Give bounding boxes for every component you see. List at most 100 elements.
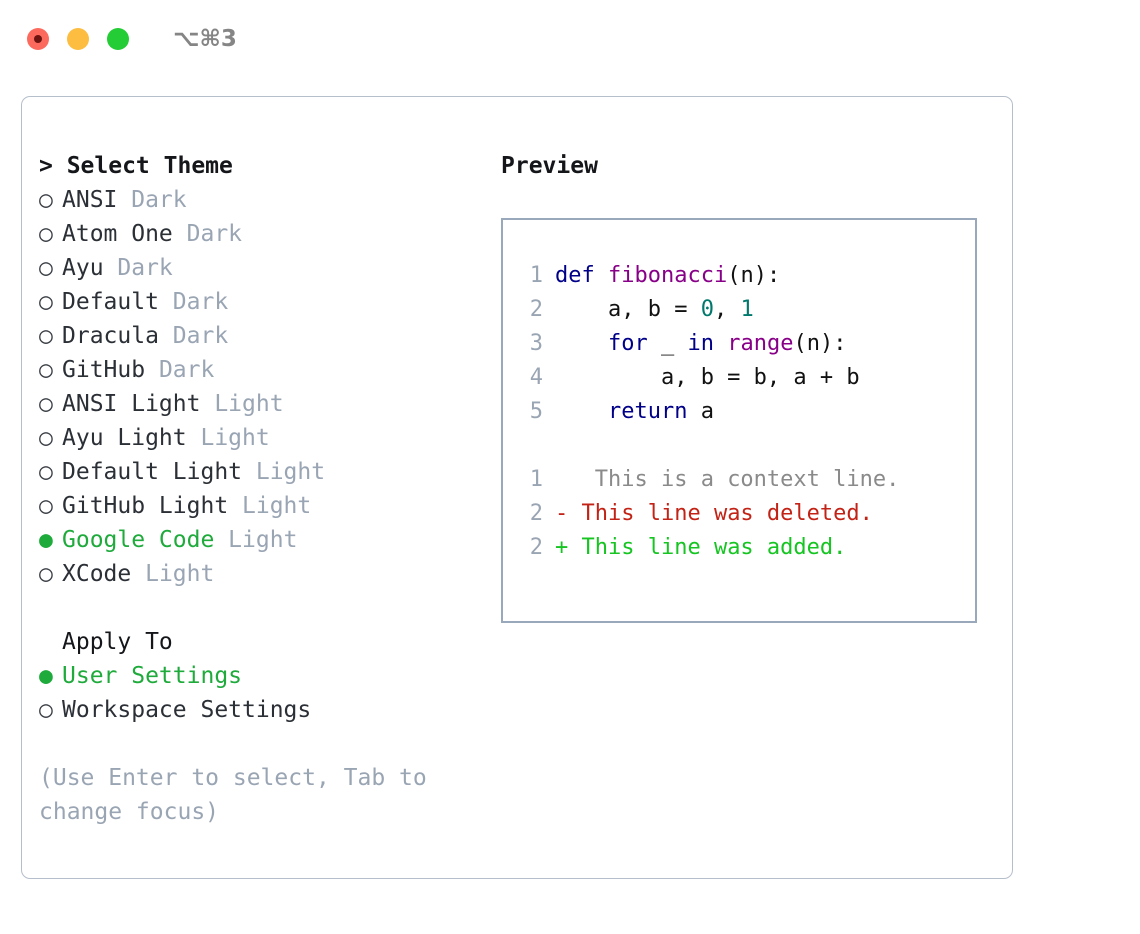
theme-option-dracula[interactable]: ○Dracula Dark (39, 319, 479, 353)
theme-option-variant: Light (242, 459, 326, 485)
apply-to-option-workspace-settings[interactable]: ○Workspace Settings (39, 693, 479, 727)
code-line-text: def fibonacci(n): (555, 259, 780, 293)
list-spacer (39, 591, 479, 625)
code-token-num: 0 (700, 297, 714, 322)
theme-option-label: Ayu Light (62, 425, 187, 451)
diff-line-number: 2 (529, 535, 543, 560)
apply-to-option-label: User Settings (62, 663, 243, 689)
diff-line: 2- This line was deleted. (521, 497, 967, 531)
diff-line-number: 2 (529, 501, 543, 526)
code-token-kw: def (555, 263, 608, 288)
diff-line-number: 1 (529, 467, 543, 492)
theme-option-label: ANSI Light (62, 391, 201, 417)
code-token-kw: in (687, 331, 714, 356)
theme-option-variant: Dark (145, 357, 215, 383)
theme-option-atom-one[interactable]: ○ Atom One Dark (39, 217, 479, 251)
code-line: 5 return a (521, 395, 967, 429)
theme-option-github[interactable]: ○ GitHub Dark (39, 353, 479, 387)
code-line-number: 2 (529, 297, 543, 322)
code-token-fn: range (727, 331, 794, 356)
theme-option-label: Default Light (62, 459, 243, 485)
theme-option-default[interactable]: ○Default Dark (39, 285, 479, 319)
code-token-plain: a, b = b, a + b (555, 365, 860, 390)
radio-unselected-icon: ○ (39, 561, 53, 587)
code-token-plain: (n): (793, 331, 847, 356)
code-line: 4 a, b = b, a + b (521, 361, 967, 395)
help-spacer (39, 727, 479, 761)
code-token-kw: for (607, 331, 648, 356)
theme-option-ayu[interactable]: ○Ayu Dark (39, 251, 479, 285)
code-line-number: 3 (529, 331, 543, 356)
theme-option-variant: Dark (158, 323, 229, 349)
radio-unselected-icon: ○ (39, 357, 53, 383)
theme-option-github-light[interactable]: ○GitHub Light Light (39, 489, 479, 523)
window-title: ⌥⌘3 (173, 26, 237, 52)
code-token-num: 1 (740, 297, 754, 322)
preview-label: Preview (501, 153, 598, 179)
code-token-plain (555, 331, 608, 356)
theme-option-label: Dracula (62, 323, 159, 349)
radio-unselected-icon: ○ (39, 289, 53, 315)
theme-option-variant: Dark (172, 221, 243, 247)
theme-option-label: XCode (62, 561, 132, 587)
radio-unselected-icon: ○ (39, 391, 53, 417)
theme-option-label: Ayu (62, 255, 104, 281)
content-panel: > Select Theme ○ANSI Dark○Atom One Dark○… (21, 96, 1013, 879)
radio-unselected-icon: ○ (39, 425, 53, 451)
code-line-text: for _ in range(n): (555, 327, 846, 361)
code-line: 2 a, b = 0, 1 (521, 293, 967, 327)
code-diff-gap (521, 429, 967, 463)
theme-option-ansi[interactable]: ○ANSI Dark (39, 183, 479, 217)
radio-selected-icon: ● (39, 527, 53, 553)
minimize-window-icon[interactable] (67, 28, 89, 50)
code-line-number: 4 (529, 365, 543, 390)
diff-marker: + (555, 535, 569, 560)
diff-marker (555, 463, 568, 497)
theme-option-label: GitHub (62, 357, 146, 383)
theme-option-google-code[interactable]: ●Google Code Light (39, 523, 479, 557)
apply-to-list: ●User Settings○Workspace Settings (39, 659, 479, 727)
theme-option-variant: Dark (117, 187, 187, 213)
theme-option-label: Google Code (62, 527, 215, 553)
theme-option-default-light[interactable]: ○ Default Light Light (39, 455, 479, 489)
code-token-plain: a (687, 399, 714, 424)
theme-option-label: Atom One (62, 221, 173, 247)
diff-line: 2 + This line was added. (521, 531, 967, 565)
code-token-plain (555, 399, 608, 424)
radio-unselected-icon: ○ (39, 221, 53, 247)
theme-option-ansi-light[interactable]: ○ ANSI Light Light (39, 387, 479, 421)
maximize-window-icon[interactable] (107, 28, 129, 50)
close-window-icon[interactable] (27, 28, 49, 50)
theme-option-variant: Light (200, 391, 284, 417)
select-theme-header: > Select Theme (39, 153, 233, 179)
apply-to-option-user-settings[interactable]: ●User Settings (39, 659, 479, 693)
diff-block: 1 This is a context line.2- This line wa… (521, 463, 967, 565)
diff-line: 1 This is a context line. (521, 463, 967, 497)
radio-unselected-icon: ○ (39, 459, 53, 485)
code-line: 1 def fibonacci(n): (521, 259, 967, 293)
radio-unselected-icon: ○ (39, 255, 53, 281)
title-bar: ⌥⌘3 (0, 0, 1140, 78)
diff-line-text: This line was added. (568, 535, 847, 560)
code-line-text: a, b = 0, 1 (555, 293, 754, 327)
apply-to-header: Apply To (62, 629, 173, 655)
code-line-number: 5 (529, 399, 543, 424)
theme-option-label: Default (62, 289, 159, 315)
code-token-plain: a, b = (555, 297, 701, 322)
help-hint-text: (Use Enter to select, Tab to change focu… (39, 765, 441, 825)
theme-option-ayu-light[interactable]: ○Ayu Light Light (39, 421, 479, 455)
theme-list: ○ANSI Dark ○ Atom One Dark ○ Ayu Dark ○ Defaul… (39, 183, 479, 591)
diff-line-text: This is a context line. (568, 467, 900, 492)
radio-unselected-icon: ○ (39, 493, 53, 519)
radio-unselected-icon: ○ (39, 697, 53, 723)
theme-picker-column: > Select Theme ○ANSI Dark○Atom One Dark○… (39, 149, 479, 829)
code-token-plain: _ (647, 331, 688, 356)
theme-option-xcode[interactable]: ○XCode Light (39, 557, 479, 591)
code-token-fn: fibonacci (607, 263, 728, 288)
code-line-number: 1 (529, 263, 543, 288)
code-line: 3 for _ in range(n): (521, 327, 967, 361)
